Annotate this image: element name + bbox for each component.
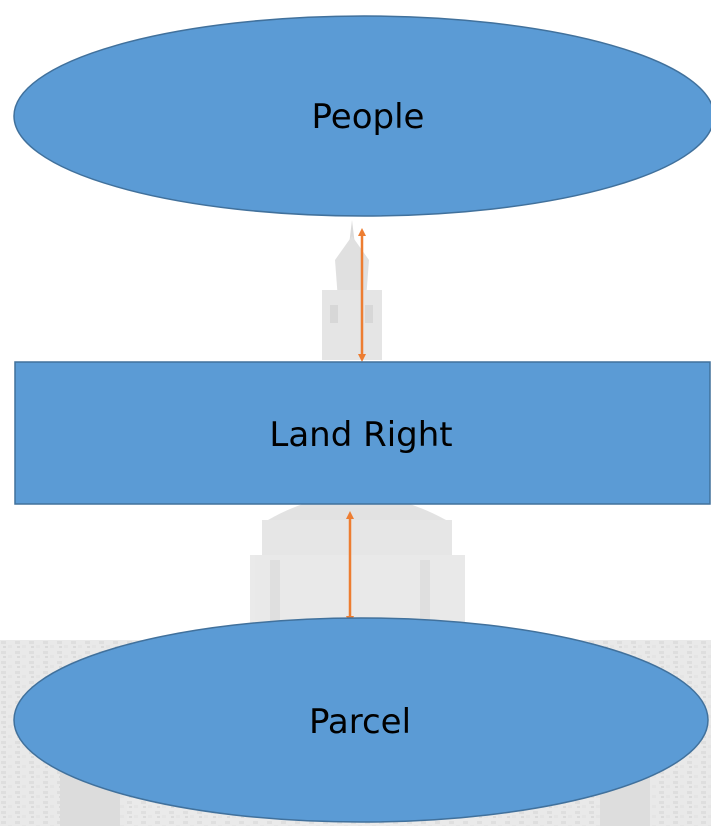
people-label: People — [312, 97, 425, 137]
parcel-ellipse — [13, 617, 709, 823]
node-parcel[interactable]: Parcel — [13, 617, 709, 823]
node-people[interactable]: People — [13, 15, 711, 217]
land-right-label: Land Right — [269, 415, 452, 455]
parcel-label: Parcel — [309, 702, 411, 742]
land-right-box — [14, 361, 711, 505]
people-ellipse — [13, 15, 711, 217]
node-land-right[interactable]: Land Right — [14, 361, 711, 505]
